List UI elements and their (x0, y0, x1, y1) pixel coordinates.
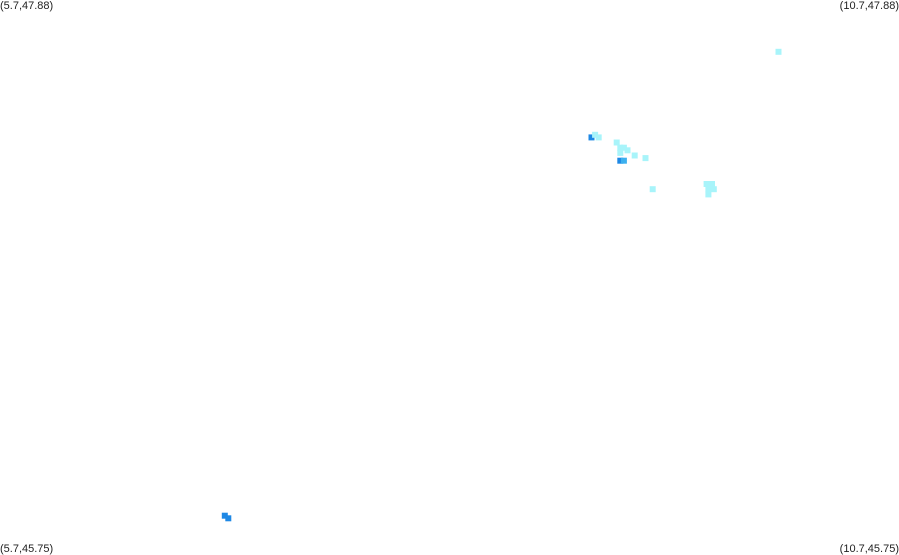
map-cell-2 (592, 131, 599, 138)
map-cell-10 (617, 157, 624, 164)
map-cell-15 (705, 186, 712, 193)
map-cell-7 (624, 147, 631, 154)
corner-label-bottom-left: (5.7,45.75) (0, 543, 54, 555)
map-cell-20 (225, 515, 232, 522)
map-cell-16 (710, 186, 717, 193)
map-cell-1 (588, 134, 595, 141)
map-cell-6 (620, 144, 627, 151)
corner-label-top-right: (10.7,47.88) (839, 0, 899, 12)
map-cell-11 (620, 157, 627, 164)
map-cell-14 (709, 181, 715, 187)
map-cell-13 (703, 181, 710, 187)
map-cell-17 (705, 191, 712, 198)
map-cell-8 (617, 149, 624, 156)
map-cell-12 (642, 155, 649, 162)
map-cell-19 (221, 512, 228, 519)
corner-label-bottom-right: (10.7,45.75) (839, 543, 899, 555)
map-cell-18 (649, 186, 656, 193)
map-cell-0 (775, 48, 782, 55)
map-cell-9 (631, 152, 638, 159)
map-cell-5 (617, 144, 624, 151)
corner-label-top-left: (5.7,47.88) (0, 0, 54, 12)
map-cell-4 (613, 139, 620, 146)
map-cell-3 (595, 134, 602, 141)
